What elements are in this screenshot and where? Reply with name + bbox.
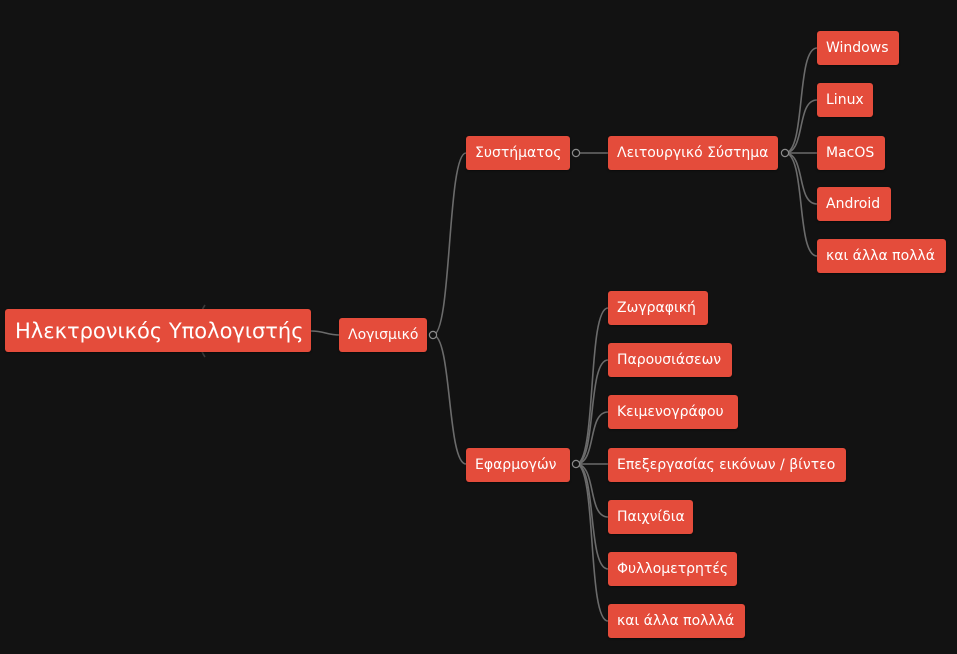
- app-item-browsers[interactable]: Φυλλομετρητές: [608, 552, 737, 586]
- connector-software-system: [432, 152, 467, 336]
- root-node[interactable]: Ηλεκτρονικός Υπολογιστής: [5, 309, 311, 352]
- os-item-macos[interactable]: MacOS: [817, 136, 885, 170]
- connector-root-software: [310, 330, 341, 336]
- app-item-label: Επεξεργασίας εικόνων / βίντεο: [617, 457, 836, 473]
- app-item-games[interactable]: Παιχνίδια: [608, 500, 693, 534]
- app-item-word-processor[interactable]: Κειμενογράφου: [608, 395, 738, 429]
- connector-os-more: [784, 152, 818, 257]
- app-item-painting[interactable]: Ζωγραφική: [608, 291, 708, 325]
- connector-os-android: [784, 152, 818, 205]
- app-item-presentations[interactable]: Παρουσιάσεων: [608, 343, 732, 377]
- os-item-label: Windows: [826, 40, 889, 56]
- app-item-label: Παιχνίδια: [617, 509, 685, 525]
- os-item-label: Android: [826, 196, 881, 212]
- operating-system-node[interactable]: Λειτουργικό Σύστημα: [608, 136, 778, 170]
- operating-system-node-label: Λειτουργικό Σύστημα: [617, 145, 769, 161]
- app-item-label: Κειμενογράφου: [617, 404, 724, 420]
- system-node[interactable]: Συστήματος: [466, 136, 570, 170]
- software-node-label: Λογισμικό: [348, 327, 419, 343]
- os-item-label: και άλλα πολλά: [826, 248, 935, 264]
- connector-os-windows: [784, 47, 818, 154]
- app-item-label: Ζωγραφική: [617, 300, 696, 316]
- applications-node-label: Εφαρμογών: [475, 457, 557, 473]
- collapse-toggle-software: [428, 330, 438, 340]
- os-item-windows[interactable]: Windows: [817, 31, 899, 65]
- app-item-label: Φυλλομετρητές: [617, 561, 729, 577]
- connector-apps-1: [575, 359, 609, 465]
- connector-apps-2: [575, 411, 609, 465]
- os-item-more[interactable]: και άλλα πολλά: [817, 239, 946, 273]
- connector-apps-6: [575, 463, 609, 622]
- connector-apps-0: [575, 307, 609, 465]
- root-node-label: Ηλεκτρονικός Υπολογιστής: [15, 318, 304, 343]
- software-node[interactable]: Λογισμικό: [339, 318, 427, 352]
- app-item-label: και άλλα πολλλά: [617, 613, 735, 629]
- os-item-label: MacOS: [826, 145, 875, 161]
- collapse-toggle-os: [780, 148, 790, 158]
- connector-os-linux: [784, 99, 818, 154]
- app-item-image-video-editing[interactable]: Επεξεργασίας εικόνων / βίντεο: [608, 448, 846, 482]
- collapse-toggle-apps: [571, 459, 581, 469]
- app-item-label: Παρουσιάσεων: [617, 352, 722, 368]
- os-item-android[interactable]: Android: [817, 187, 891, 221]
- app-item-more[interactable]: και άλλα πολλλά: [608, 604, 745, 638]
- os-item-linux[interactable]: Linux: [817, 83, 873, 117]
- system-node-label: Συστήματος: [475, 145, 562, 161]
- connector-apps-4: [575, 463, 609, 518]
- connector-software-apps: [432, 334, 467, 465]
- collapse-toggle-system: [571, 148, 581, 158]
- applications-node[interactable]: Εφαρμογών: [466, 448, 570, 482]
- os-item-label: Linux: [826, 92, 864, 108]
